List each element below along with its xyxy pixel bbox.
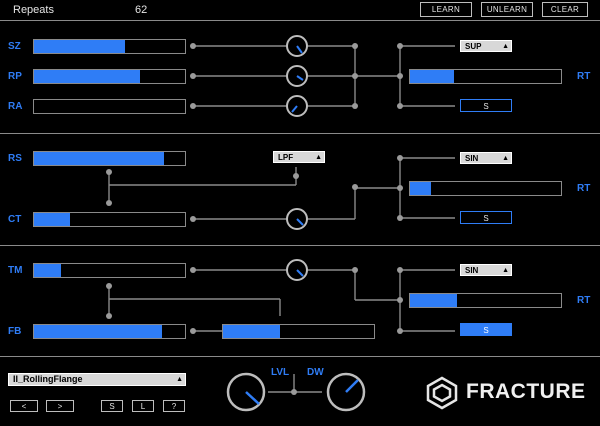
next-preset-button[interactable]: > [46,400,74,412]
rs-label: RS [8,153,22,164]
rp-slider[interactable] [33,69,186,84]
fracture-logo-icon [426,376,458,410]
feedback-mix-slider[interactable] [222,324,375,339]
chevron-down-icon: ▲︎ [176,376,183,383]
preset-name: II_RollingFlange [13,374,83,384]
mode-select[interactable]: SIN ▲︎ [460,264,512,276]
rt-slider-fill [410,70,454,83]
mode-select-value: SUP [465,42,482,51]
s-toggle-button[interactable]: S [460,323,512,336]
repeats-value: 62 [135,4,148,16]
rp-label: RP [8,71,22,82]
ct-slider-fill [34,213,71,226]
fb-label: FB [8,326,22,337]
rt-slider-fill [410,182,432,195]
s-toggle-button[interactable]: S [460,211,512,224]
s-toggle-button[interactable]: S [460,99,512,112]
brand-name: FRACTURE [466,380,586,403]
tm-slider[interactable] [33,263,186,278]
rt-slider[interactable] [409,181,562,196]
rt-slider[interactable] [409,69,562,84]
ct-slider[interactable] [33,212,186,227]
chevron-down-icon: ▲︎ [502,43,509,50]
rt-label: RT [577,295,591,306]
rs-slider-fill [34,152,164,165]
rp-slider-fill [34,70,140,83]
divider [0,245,600,246]
learn-button[interactable]: LEARN [420,2,472,17]
rs-slider[interactable] [33,151,186,166]
fb-slider-fill [34,325,163,338]
load-preset-button[interactable]: L [132,400,154,412]
feedback-mix-slider-fill [223,325,281,338]
chevron-down-icon: ▲︎ [315,154,322,161]
preset-select[interactable]: II_RollingFlange ▲︎ [8,373,186,386]
mode-select[interactable]: SUP ▲︎ [460,40,512,52]
sz-slider-fill [34,40,125,53]
mode-select[interactable]: SIN ▲︎ [460,152,512,164]
divider [0,133,600,134]
sz-label: SZ [8,41,21,52]
filter-select-value: LPF [278,153,294,162]
ct-label: CT [8,214,22,225]
clear-button[interactable]: CLEAR [542,2,588,17]
divider [0,20,600,21]
rt-label: RT [577,183,591,194]
ra-slider[interactable] [33,99,186,114]
tm-slider-fill [34,264,62,277]
divider [0,356,600,357]
repeats-label: Repeats [13,4,54,16]
tm-label: TM [8,265,23,276]
level-knob[interactable] [228,374,264,410]
ra-label: RA [8,101,23,112]
rt-slider[interactable] [409,293,562,308]
filter-select[interactable]: LPF ▲︎ [273,151,325,163]
sz-slider[interactable] [33,39,186,54]
help-button[interactable]: ? [163,400,185,412]
mode-select-value: SIN [465,266,479,275]
prev-preset-button[interactable]: < [10,400,38,412]
rt-slider-fill [410,294,457,307]
dry-wet-knob[interactable] [328,374,364,410]
chevron-down-icon: ▲︎ [502,155,509,162]
dw-label: DW [307,367,324,378]
fb-slider[interactable] [33,324,186,339]
mode-select-value: SIN [465,154,479,163]
chevron-down-icon: ▲︎ [502,267,509,274]
unlearn-button[interactable]: UNLEARN [481,2,533,17]
save-preset-button[interactable]: S [101,400,123,412]
rt-label: RT [577,71,591,82]
lvl-label: LVL [271,367,290,378]
